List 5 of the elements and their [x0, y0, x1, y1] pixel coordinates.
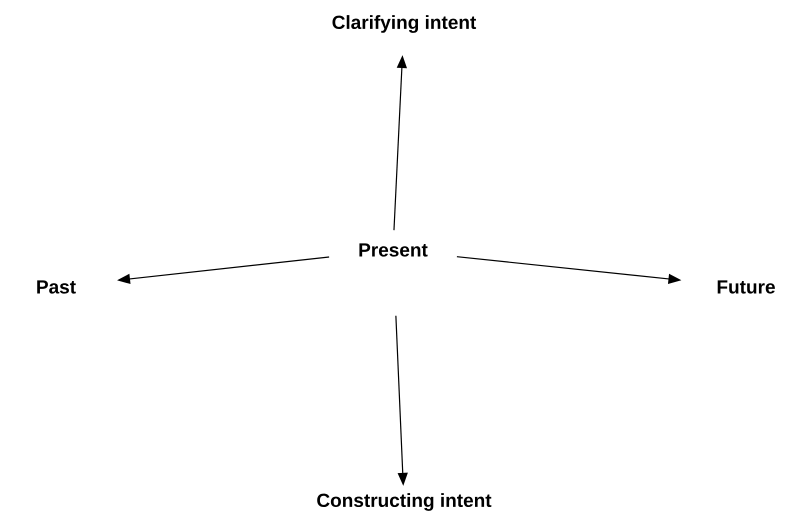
node-label: Past — [37, 280, 76, 294]
node-label: Clarifying intent — [332, 15, 476, 33]
node-label: Future — [718, 280, 775, 294]
node-label: Constructing intent — [317, 493, 492, 511]
node-label: Present — [359, 243, 428, 257]
